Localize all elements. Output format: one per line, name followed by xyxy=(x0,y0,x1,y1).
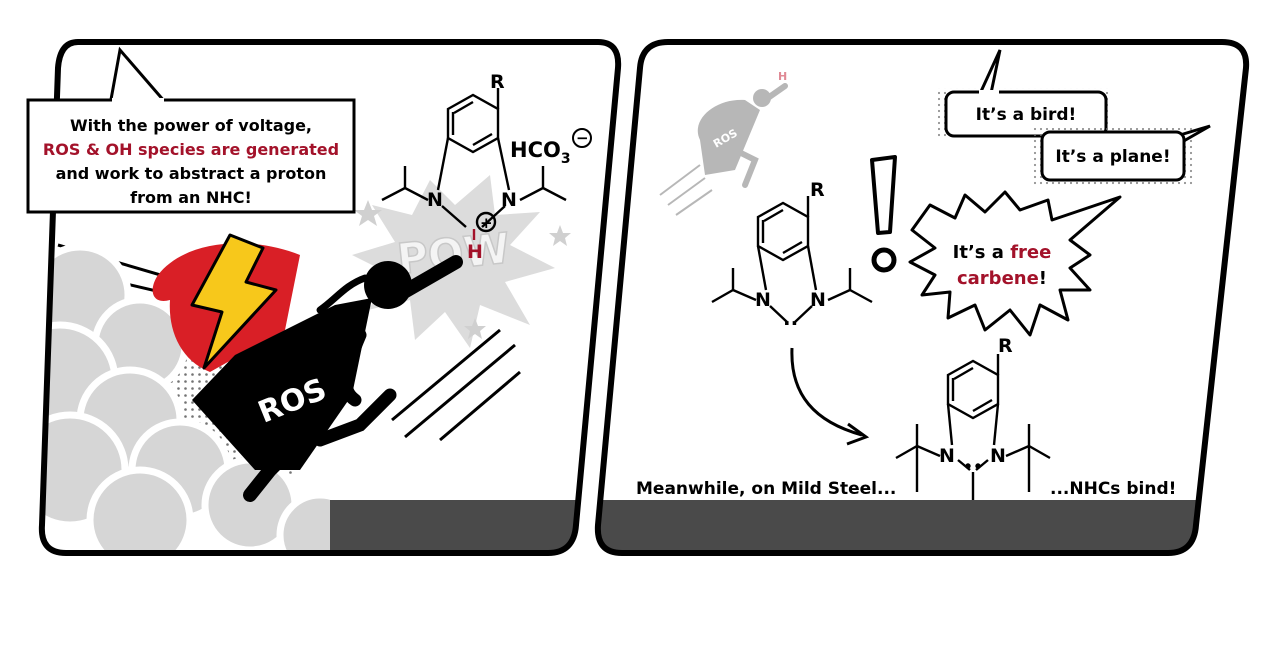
free-r-label: R xyxy=(810,179,825,201)
burst-text-line-1: It’s a free xyxy=(953,242,1052,263)
panel-2: ROS H It’s a bird! It’s a plane! It’ xyxy=(594,39,1250,556)
ghost-h-label: H xyxy=(778,70,787,83)
steel-surface-right xyxy=(597,500,1247,553)
caption-text-1: With the power of voltage, ROS & OH spec… xyxy=(43,116,339,207)
ghost-ros-hero: ROS xyxy=(659,83,788,216)
caption-1-line: ROS & OH species are generated xyxy=(43,140,339,159)
burst-segment: carbene xyxy=(957,268,1039,289)
caption-nhcs-bind: ...NHCs bind! xyxy=(1050,479,1176,499)
burst-bubble: It’s a free carbene! xyxy=(908,190,1122,337)
bubble-segment: It’s a plane! xyxy=(1055,147,1170,167)
burst-segment: It’s a xyxy=(953,242,1011,263)
hero-body-cape xyxy=(192,298,372,470)
speech-bubble-plane: It’s a plane! xyxy=(1030,124,1211,186)
burst-segment: free xyxy=(1010,242,1051,263)
minus-charge: − xyxy=(576,129,589,147)
nhc-salt-labels: R N N H + HCO3 − xyxy=(427,71,592,263)
speech-bubble-bird: It’s a bird! xyxy=(938,49,1108,138)
caption-1-line: With the power of voltage, xyxy=(70,116,312,135)
caption-1-segment: from an NHC! xyxy=(130,188,252,207)
caption-1-segment: ROS & OH species are generated xyxy=(43,140,339,159)
caption-1-segment: With the power of voltage, xyxy=(70,116,312,135)
caption-1-line: from an NHC! xyxy=(130,188,252,207)
proton-label: H xyxy=(467,241,483,263)
lightning-bolt-icon xyxy=(190,233,278,370)
bound-n-right: N xyxy=(990,445,1006,467)
free-carbene-molecule xyxy=(711,196,873,446)
smoke-cloud xyxy=(41,243,364,553)
caption-box-1: With the power of voltage, ROS & OH spec… xyxy=(26,46,356,214)
burst-segment: ! xyxy=(1039,268,1047,289)
carbene-lone-pair: ·· xyxy=(783,311,798,335)
panel-1-border xyxy=(38,39,622,556)
caption-1-segment: and work to abstract a proton xyxy=(56,164,327,183)
r-group-label: R xyxy=(490,71,505,93)
bubble-text-bird: It’s a bird! xyxy=(976,105,1077,125)
free-n-left: N xyxy=(755,289,771,311)
bound-n-left: N xyxy=(939,445,955,467)
panel-1: POW R N N H + xyxy=(26,39,622,556)
panel-2-border xyxy=(594,39,1250,556)
nhc-salt-molecule xyxy=(381,88,567,240)
bubble-segment: It’s a bird! xyxy=(976,105,1077,125)
bound-nhc-labels: R N N xyxy=(939,335,1013,467)
free-n-right: N xyxy=(810,289,826,311)
counterion-label: HCO3 xyxy=(510,138,571,167)
free-carbene-labels: R N N ·· xyxy=(755,179,826,335)
plus-charge: + xyxy=(480,214,493,232)
bound-nhc-molecule xyxy=(895,354,1051,500)
bound-r-label: R xyxy=(998,335,1013,357)
nitrogen-left: N xyxy=(427,189,443,211)
caption-1-line: and work to abstract a proton xyxy=(56,164,327,183)
bubble-text-plane: It’s a plane! xyxy=(1055,147,1170,167)
burst-text-line-2: carbene! xyxy=(957,268,1047,289)
pow-text: POW xyxy=(395,223,512,284)
caption-meanwhile: Meanwhile, on Mild Steel... xyxy=(636,479,896,499)
exclamation-mark xyxy=(870,155,897,273)
nitrogen-right: N xyxy=(501,189,517,211)
